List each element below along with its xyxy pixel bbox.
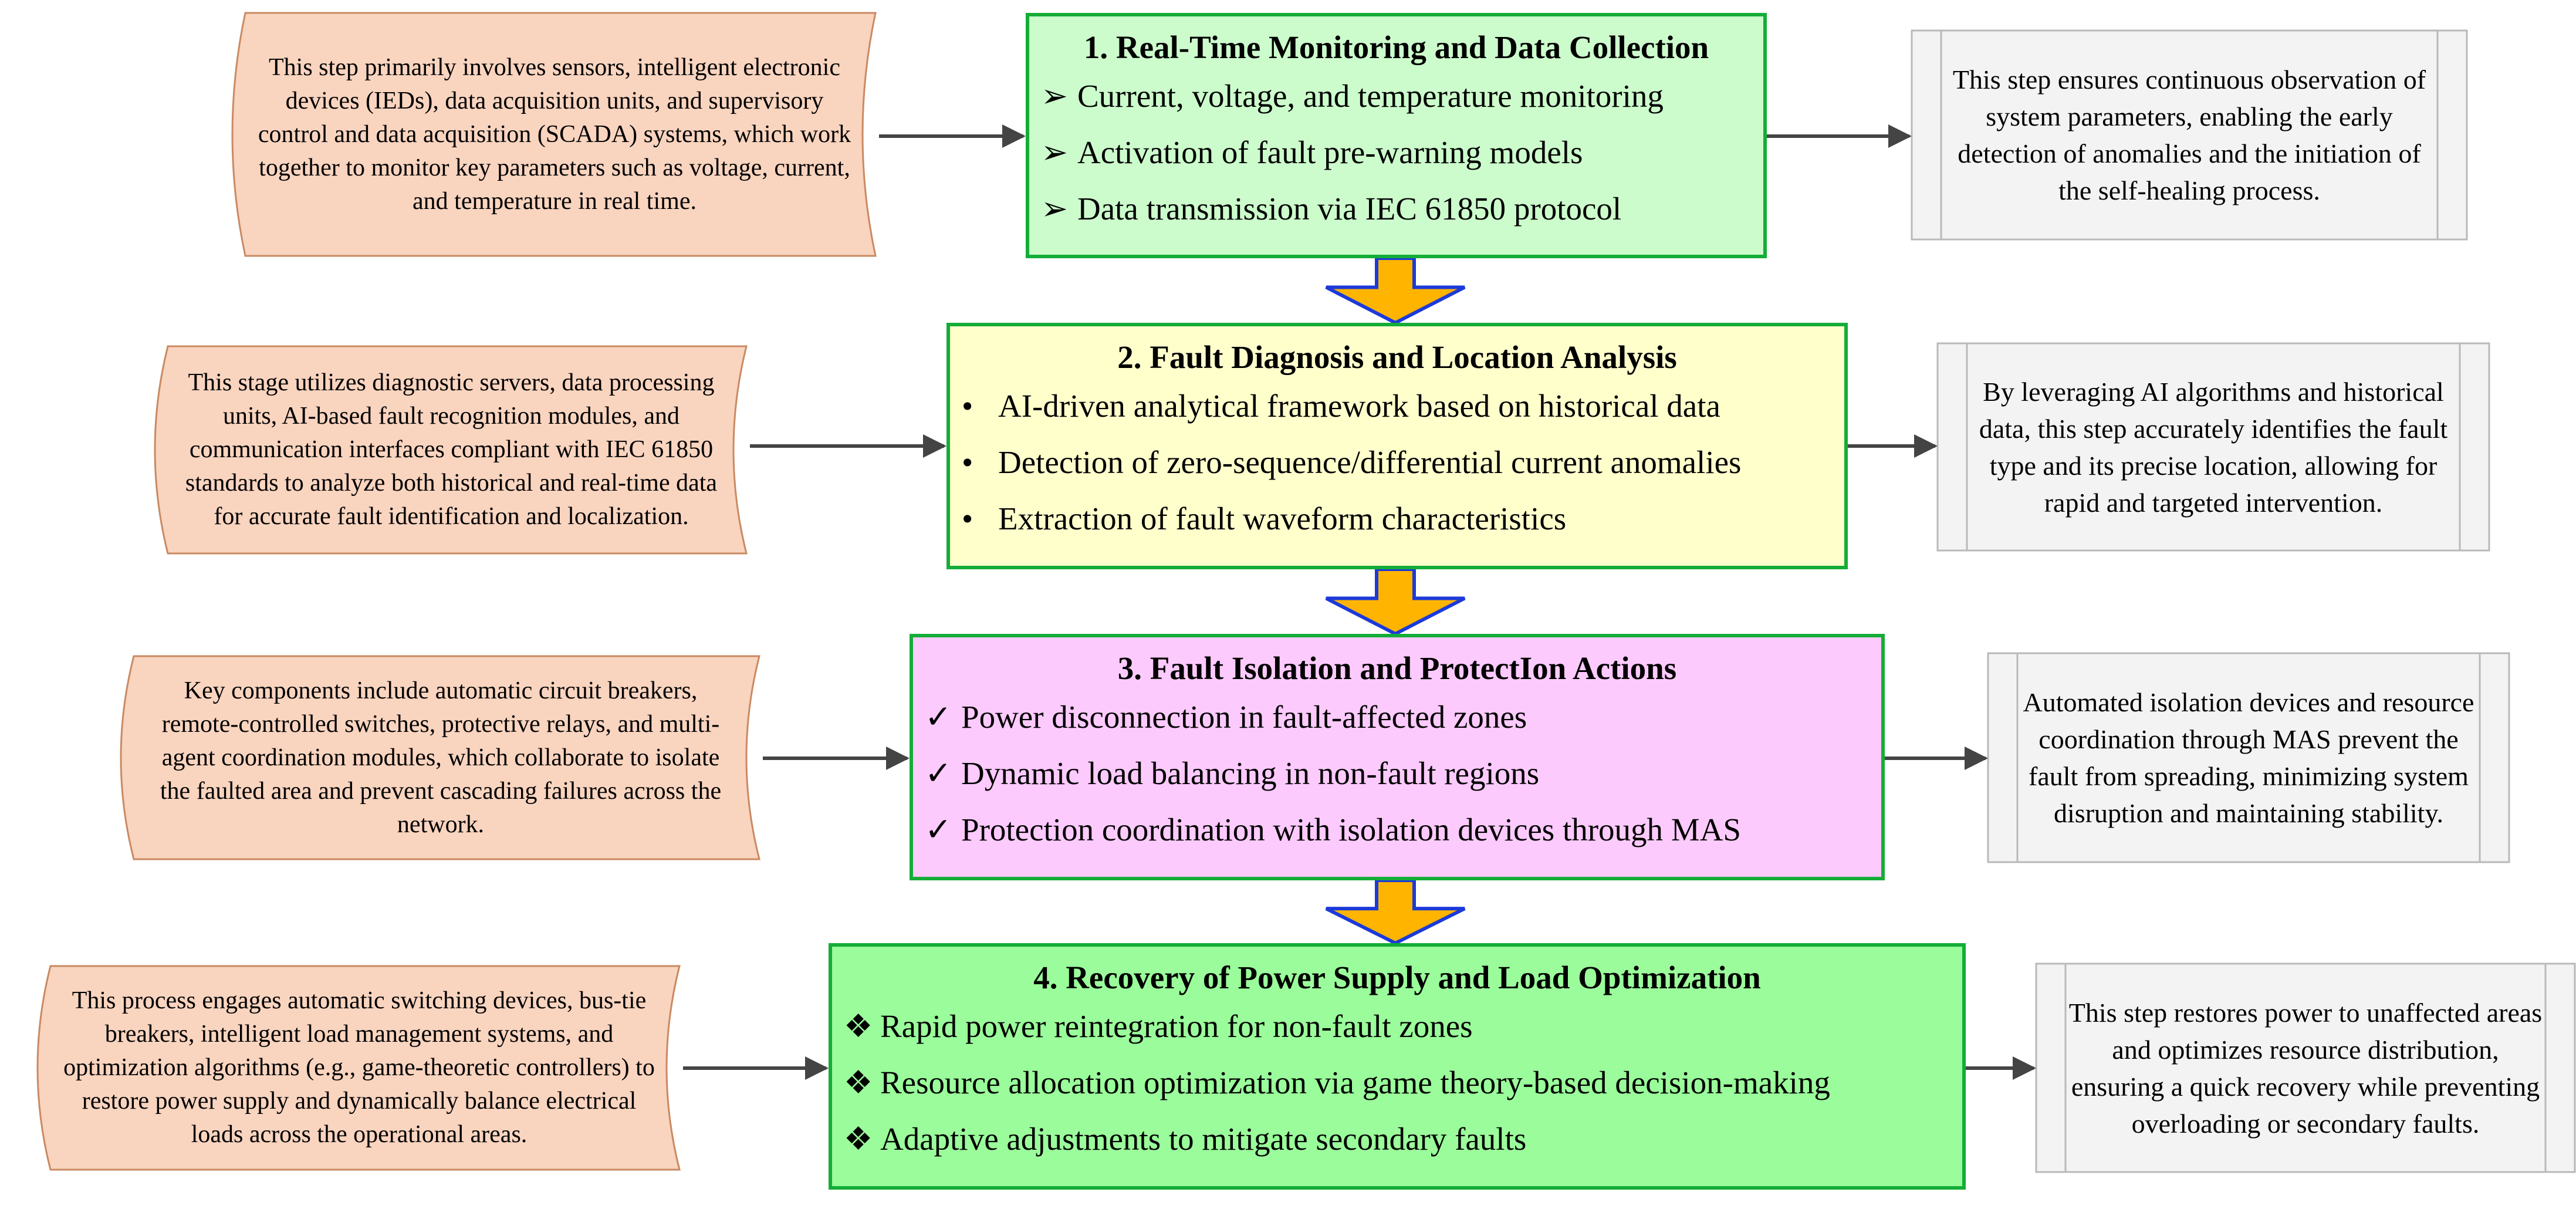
step-3-item-text: Protection coordination with isolation d… <box>961 812 1741 847</box>
step-1-item: ➢Current, voltage, and temperature monit… <box>1041 68 1752 124</box>
step-4-item-list: ❖Rapid power reintegration for non-fault… <box>844 998 1950 1167</box>
step-1-box: 1. Real-Time Monitoring and Data Collect… <box>1026 13 1767 258</box>
step-4-bullet-icon: ❖ <box>844 1065 873 1100</box>
step-4-item: ❖Resource allocation optimization via ga… <box>844 1055 1950 1111</box>
step-3-bullet-icon: ✓ <box>925 699 952 735</box>
step-3-bullet-icon: ✓ <box>925 812 952 847</box>
step-1-item-list: ➢Current, voltage, and temperature monit… <box>1041 68 1752 237</box>
step-1-item-text: Activation of fault pre-warning models <box>1077 134 1583 170</box>
step-3-item: ✓Dynamic load balancing in non-fault reg… <box>925 745 1870 802</box>
step-3-left-description: Key components include automatic circuit… <box>160 677 722 838</box>
step-4-item: ❖Adaptive adjustments to mitigate second… <box>844 1111 1950 1167</box>
step-4-item: ❖Rapid power reintegration for non-fault… <box>844 998 1950 1055</box>
step-2-right-description: By leveraging AI algorithms and historic… <box>1979 376 2448 518</box>
step-4-right-card <box>2035 963 2576 1173</box>
step-1-bullet-icon: ➢ <box>1041 78 1069 114</box>
step-1-right-description: This step ensures continuous observation… <box>1952 65 2426 205</box>
step-2-right-card <box>1936 342 2490 552</box>
step-2-item-list: • AI-driven analytical framework based on… <box>962 378 1833 547</box>
step-3-right-card <box>1987 652 2510 863</box>
step-4-item-text: Resource allocation optimization via gam… <box>880 1065 1830 1100</box>
step-3-item-text: Dynamic load balancing in non-fault regi… <box>961 755 1540 791</box>
step-3-left-card <box>120 655 760 860</box>
step-2-left-card <box>154 345 748 555</box>
step-1-item-text: Current, voltage, and temperature monito… <box>1077 78 1664 114</box>
step-3-title: 3. Fault Isolation and ProtectIon Action… <box>1117 650 1677 686</box>
step-1-item: ➢Activation of fault pre-warning models <box>1041 124 1752 181</box>
step-1-right-card <box>1911 29 2468 241</box>
step-2-item: • Extraction of fault waveform characteri… <box>962 491 1833 547</box>
step-3-bullet-icon: ✓ <box>925 755 952 791</box>
step-1-title: 1. Real-Time Monitoring and Data Collect… <box>1083 29 1709 65</box>
step-2-bullet-icon: • <box>962 388 973 424</box>
down-arrow-2 <box>1325 568 1466 636</box>
step-2-item-text: Detection of zero-sequence/differential … <box>998 444 1742 480</box>
step-2-item: • Detection of zero-sequence/differential… <box>962 434 1833 491</box>
step-3-item-text: Power disconnection in fault-affected zo… <box>961 699 1527 735</box>
step-3-item: ✓ Protection coordination with isolation … <box>925 802 1870 858</box>
step-3-item-list: ✓Power disconnection in fault-affected z… <box>925 689 1870 858</box>
step-3-right-description: Automated isolation devices and resource… <box>2023 687 2474 828</box>
step-3-box: 3. Fault Isolation and ProtectIon Action… <box>910 634 1885 880</box>
step-4-left-description: This process engages automatic switching… <box>63 987 655 1148</box>
step-1-item: ➢Data transmission via IEC 61850 protoco… <box>1041 181 1752 237</box>
down-arrow-1 <box>1325 256 1466 325</box>
step-2-item-text: Extraction of fault waveform characteris… <box>998 501 1567 536</box>
step-1-left-card <box>231 12 877 257</box>
step-2-box: 2. Fault Diagnosis and Location Analysis… <box>946 323 1848 569</box>
step-4-title: 4. Recovery of Power Supply and Load Opt… <box>1033 960 1761 995</box>
step-4-item-text: Adaptive adjustments to mitigate seconda… <box>880 1121 1527 1157</box>
step-2-bullet-icon: • <box>962 444 973 480</box>
down-arrow-3 <box>1325 879 1466 945</box>
step-4-right-description: This step restores power to unaffected a… <box>2068 997 2543 1139</box>
step-4-item-text: Rapid power reintegration for non-fault … <box>880 1008 1473 1044</box>
step-2-item: • AI-driven analytical framework based on… <box>962 378 1833 434</box>
step-3-item: ✓Power disconnection in fault-affected z… <box>925 689 1870 745</box>
step-1-item-text: Data transmission via IEC 61850 protocol <box>1077 191 1622 227</box>
step-4-left-card <box>36 965 681 1171</box>
step-1-bullet-icon: ➢ <box>1041 134 1069 170</box>
step-2-left-description: This stage utilizes diagnostic servers, … <box>185 369 718 530</box>
step-1-bullet-icon: ➢ <box>1041 191 1069 227</box>
step-2-bullet-icon: • <box>962 501 973 536</box>
step-4-bullet-icon: ❖ <box>844 1008 873 1044</box>
step-2-item-text: AI-driven analytical framework based on … <box>998 388 1720 424</box>
step-4-box: 4. Recovery of Power Supply and Load Opt… <box>829 943 1966 1190</box>
step-2-title: 2. Fault Diagnosis and Location Analysis <box>1117 339 1677 375</box>
step-4-bullet-icon: ❖ <box>844 1121 873 1157</box>
step-1-left-description: This step primarily involves sensors, in… <box>258 53 851 215</box>
